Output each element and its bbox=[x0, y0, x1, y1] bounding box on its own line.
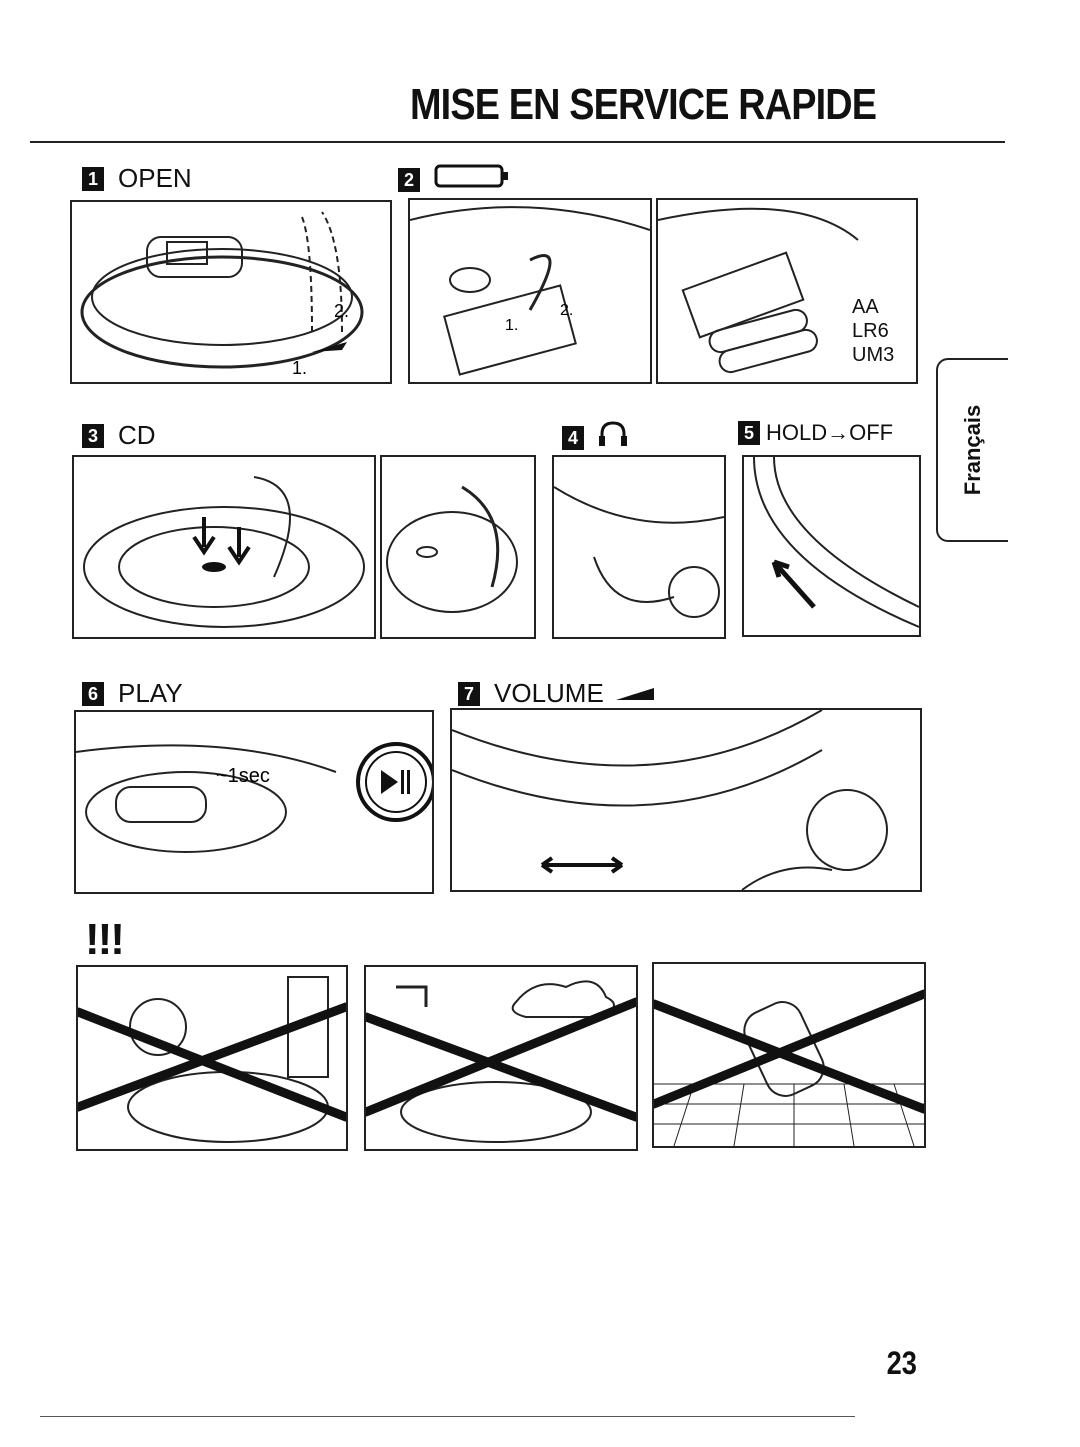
step-label: CD bbox=[118, 420, 156, 450]
page-number: 23 bbox=[886, 1345, 917, 1381]
warning-heat-illustration bbox=[76, 965, 348, 1151]
close-lid-illustration bbox=[380, 455, 536, 639]
play-illustration: ~1sec bbox=[74, 710, 434, 894]
step-4-header: 4 bbox=[562, 420, 628, 455]
headphones-icon bbox=[598, 420, 628, 455]
volume-illustration bbox=[450, 708, 922, 892]
step-label: PLAY bbox=[118, 678, 183, 708]
play-pause-icon bbox=[381, 770, 410, 794]
step-3-header: 3 CD bbox=[82, 420, 156, 451]
step-number: 3 bbox=[82, 423, 104, 448]
step-5-header: 5 HOLD→OFF bbox=[738, 420, 893, 446]
battery-type: UM3 bbox=[852, 344, 895, 366]
battery-compartment-illustration: 1. 2. bbox=[408, 198, 652, 384]
headphone-connect-illustration bbox=[552, 455, 726, 639]
battery-step-1-text: 1. bbox=[505, 317, 518, 334]
step-number: 5 bbox=[738, 421, 760, 445]
hold-switch-illustration bbox=[742, 455, 921, 637]
volume-wedge-icon bbox=[614, 678, 656, 709]
open-step-1-text: 1. bbox=[292, 358, 307, 378]
warning-drop-illustration bbox=[652, 962, 926, 1148]
step-1-header: 1 OPEN bbox=[82, 163, 192, 194]
open-lid-illustration: 2. 1. bbox=[70, 200, 392, 384]
step-number: 6 bbox=[82, 681, 104, 706]
step-label: HOLD→OFF bbox=[766, 420, 894, 445]
step-2-header: 2 bbox=[398, 163, 510, 196]
insert-cd-illustration bbox=[72, 455, 376, 639]
battery-insert-illustration bbox=[656, 198, 918, 384]
step-6-header: 6 PLAY bbox=[82, 678, 183, 709]
battery-icon bbox=[434, 163, 510, 196]
battery-type: LR6 bbox=[852, 320, 889, 342]
battery-types: AA LR6 UM3 bbox=[852, 295, 894, 367]
warning-marks: !!! bbox=[85, 915, 125, 964]
step-number: 7 bbox=[458, 681, 480, 706]
step-label: VOLUME bbox=[494, 678, 604, 708]
step-label: OPEN bbox=[118, 163, 192, 193]
warning-water-illustration bbox=[364, 965, 638, 1151]
step-number: 4 bbox=[562, 425, 584, 450]
step-7-header: 7 VOLUME bbox=[458, 678, 656, 709]
step-number: 2 bbox=[398, 167, 420, 192]
title-rule bbox=[30, 141, 1005, 143]
step-number: 1 bbox=[82, 166, 104, 191]
page-title: MISE EN SERVICE RAPIDE bbox=[410, 80, 877, 129]
battery-step-2-text: 2. bbox=[560, 302, 573, 319]
language-label: Français bbox=[960, 404, 985, 496]
language-tab: Français bbox=[936, 358, 1008, 542]
footer-rule bbox=[40, 1416, 855, 1417]
open-step-2-text: 2. bbox=[334, 301, 349, 321]
battery-type: AA bbox=[852, 296, 879, 318]
play-duration-text: ~1sec bbox=[216, 765, 270, 787]
